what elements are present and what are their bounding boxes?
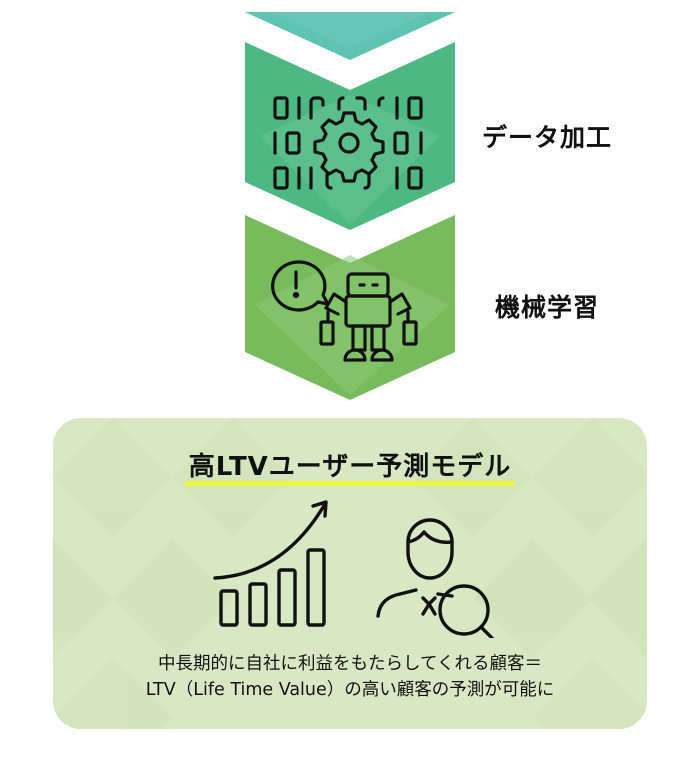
description-line-1: 中長期的に自社に利益をもたらしてくれる顧客＝ [158,654,542,674]
customer-search-icon [376,518,495,638]
description-line-2: LTV（Life Time Value）の高い顧客の予測が可能に [145,680,555,700]
robot-alert-icon [271,260,418,362]
model-description: 中長期的に自社に利益をもたらしてくれる顧客＝ LTV（Life Time Val… [53,651,647,703]
growth-chart-icon [213,500,328,627]
step-label-data-processing: データ加工 [482,123,613,152]
binary-gear-icon [273,96,423,190]
title-highlight [184,481,516,486]
step-label-machine-learning: 機械学習 [495,293,600,322]
panel-diamond-pattern [53,418,647,729]
model-title: 高LTVユーザー予測モデル [53,446,647,486]
result-panel: 高LTVユーザー予測モデル 中長期的に自社に利益をもたらしてくれる顧客＝ LTV… [53,418,647,729]
